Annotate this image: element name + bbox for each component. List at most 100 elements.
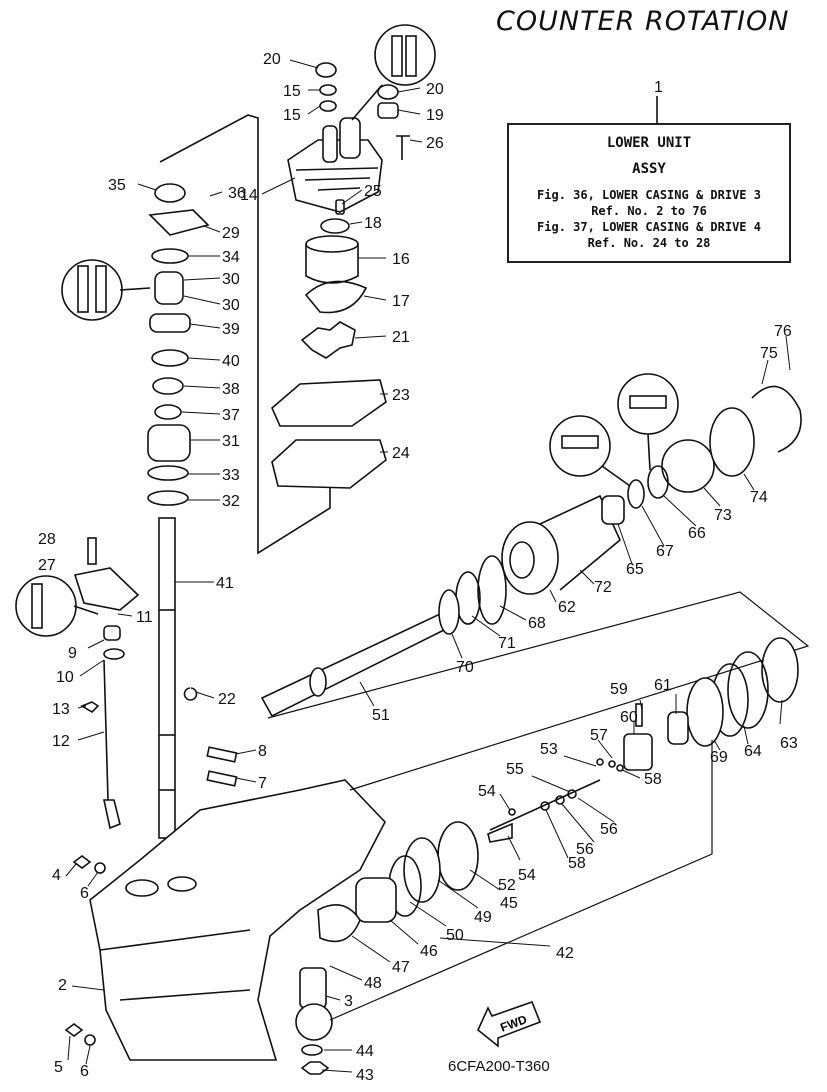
callout-label: 69 xyxy=(710,749,728,766)
callout-label: 59 xyxy=(610,681,628,698)
callout-label: 5 xyxy=(54,1059,63,1076)
callout-label: 23 xyxy=(392,387,410,404)
callout-label: 33 xyxy=(222,467,240,484)
callout-label: 56 xyxy=(600,821,618,838)
info-line-6: Ref. No. 24 to 28 xyxy=(587,236,711,250)
callout-label: 66 xyxy=(688,525,706,542)
callout-label: 50 xyxy=(446,927,464,944)
callout-label: 62 xyxy=(558,599,576,616)
callout-label: 73 xyxy=(714,507,732,524)
casing-bolts xyxy=(64,855,106,1046)
callout-label: 31 xyxy=(222,433,240,450)
key-8 xyxy=(206,746,238,763)
info-box: LOWER UNIT ASSY Fig. 36, LOWER CASING & … xyxy=(507,123,791,263)
callout-label: 70 xyxy=(456,659,474,676)
shift-rod-group xyxy=(15,537,140,830)
callout-label: 55 xyxy=(506,761,524,778)
inset-detail-top xyxy=(351,24,436,121)
callout-label: 6 xyxy=(80,1063,89,1080)
callout-label: 58 xyxy=(644,771,662,788)
callout-label: 41 xyxy=(216,575,234,592)
callout-label: 18 xyxy=(364,215,382,232)
callout-label: 22 xyxy=(218,691,236,708)
callout-1: 1 xyxy=(654,79,663,96)
callout-label: 43 xyxy=(356,1067,374,1084)
callout-label: 2 xyxy=(58,977,67,994)
bearing-65 xyxy=(601,495,625,525)
callout-label: 48 xyxy=(364,975,382,992)
seal-66 xyxy=(647,465,669,499)
pin-22 xyxy=(183,687,198,701)
callout-label: 46 xyxy=(420,943,438,960)
callout-label: 25 xyxy=(364,183,382,200)
callout-label: 56 xyxy=(576,841,594,858)
casing-bore xyxy=(125,879,159,897)
ring-nut-74 xyxy=(709,407,755,477)
callout-label: 71 xyxy=(498,635,516,652)
callout-label: 38 xyxy=(222,381,240,398)
callout-labels: 1 20 15 15 20 19 26 14 25 18 16 17 21 23… xyxy=(38,51,798,1084)
callout-label: 10 xyxy=(56,669,74,686)
callout-label: 61 xyxy=(654,677,672,694)
callout-label: 54 xyxy=(518,867,536,884)
fwd-arrow-icon xyxy=(477,1000,542,1048)
callout-label: 37 xyxy=(222,407,240,424)
outer-plate xyxy=(271,379,387,427)
callout-label: 49 xyxy=(474,909,492,926)
callout-label: 27 xyxy=(38,557,56,574)
callout-label: 6 xyxy=(80,885,89,902)
callout-label: 13 xyxy=(52,701,70,718)
callout-label: 34 xyxy=(222,249,240,266)
callout-label: 7 xyxy=(258,775,267,792)
callout-label: 17 xyxy=(392,293,410,310)
callout-label: 58 xyxy=(568,855,586,872)
callout-label: 8 xyxy=(258,743,267,760)
callout-label: 76 xyxy=(774,323,792,340)
callout-label: 47 xyxy=(392,959,410,976)
callout-label: 24 xyxy=(392,445,410,462)
callout-label: 35 xyxy=(108,177,126,194)
impeller-housing xyxy=(304,235,368,314)
callout-label: 40 xyxy=(222,353,240,370)
callout-label: 32 xyxy=(222,493,240,510)
callout-label: 52 xyxy=(498,877,516,894)
callout-label: 60 xyxy=(620,709,638,726)
plate-gasket xyxy=(271,439,387,489)
callout-label: 30 xyxy=(222,297,240,314)
callout-label: 20 xyxy=(426,81,444,98)
ring-73 xyxy=(661,439,715,493)
callout-label: 19 xyxy=(426,107,444,124)
seal-67 xyxy=(627,479,645,509)
o-ring-68 xyxy=(477,555,507,625)
callout-label: 65 xyxy=(626,561,644,578)
callout-label: 4 xyxy=(52,867,61,884)
lower-casing xyxy=(89,779,386,1061)
callout-label: 68 xyxy=(528,615,546,632)
washer-70 xyxy=(438,589,460,635)
callout-label: 26 xyxy=(426,135,444,152)
callout-label: 42 xyxy=(556,945,574,962)
callout-label: 39 xyxy=(222,321,240,338)
info-line-1: LOWER UNIT xyxy=(606,135,692,151)
inset-detail-left xyxy=(61,259,151,321)
callout-label: 36 xyxy=(228,185,246,202)
info-line-5: Fig. 37, LOWER CASING & DRIVE 4 xyxy=(537,220,761,234)
impeller xyxy=(300,321,356,359)
callout-label: 9 xyxy=(68,645,77,662)
group-bracket-line xyxy=(159,114,331,555)
callout-label: 53 xyxy=(540,741,558,758)
cover-75 xyxy=(751,385,802,453)
callout-label: 21 xyxy=(392,329,410,346)
callout-label: 30 xyxy=(222,271,240,288)
callout-label: 64 xyxy=(744,743,762,760)
callout-label: 20 xyxy=(263,51,281,68)
info-line-3: Fig. 36, LOWER CASING & DRIVE 3 xyxy=(537,188,761,202)
callout-label: 44 xyxy=(356,1043,374,1060)
info-line-4: Ref. No. 2 to 76 xyxy=(591,204,707,218)
callout-label: 63 xyxy=(780,735,798,752)
callout-label: 67 xyxy=(656,543,674,560)
casing-bore-2 xyxy=(167,876,197,892)
callout-label: 28 xyxy=(38,531,56,548)
